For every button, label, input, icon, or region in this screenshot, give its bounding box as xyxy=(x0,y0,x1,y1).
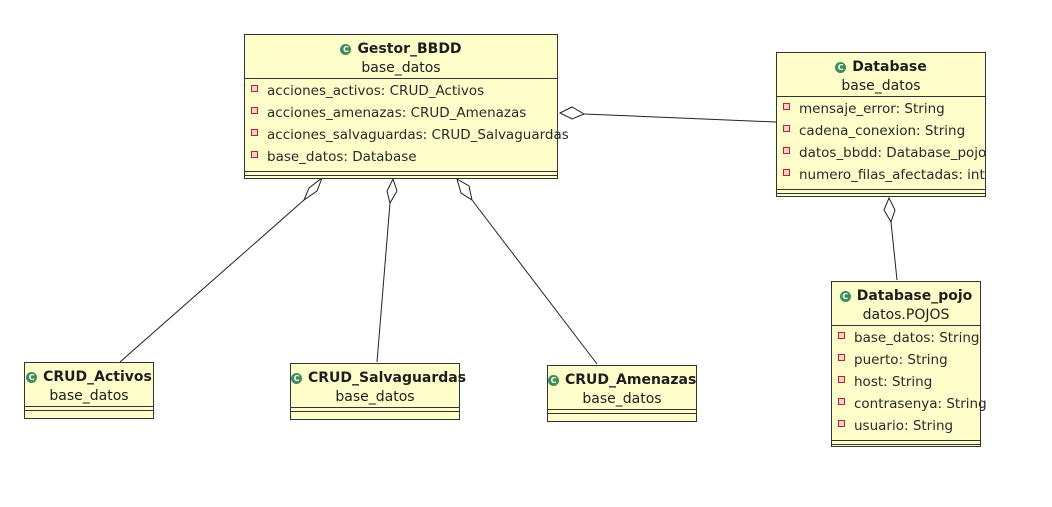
private-field-icon xyxy=(251,129,258,136)
class-attribute: host: String xyxy=(838,371,980,393)
private-field-icon xyxy=(251,151,258,158)
class-attribute: contrasenya: String xyxy=(838,393,987,415)
aggregation-diamond-icon xyxy=(883,196,896,224)
link-gestor-database xyxy=(583,113,777,123)
class-gestor-bbdd[interactable]: C Gestor_BBDD base_datos acciones_activos… xyxy=(244,34,569,179)
private-field-icon xyxy=(838,376,845,383)
class-database-pojo[interactable]: C Database_pojo datos.POJOS base_datos: S… xyxy=(831,281,987,447)
link-gestor-salvaguardas xyxy=(376,202,391,363)
class-attribute: puerto: String xyxy=(838,349,980,371)
private-field-icon xyxy=(838,398,845,405)
class-attribute: acciones_activos: CRUD_Activos xyxy=(251,80,557,102)
class-crud-amenazas[interactable]: C CRUD_Amenazas base_datos xyxy=(547,365,697,422)
class-package: base_datos xyxy=(582,391,662,407)
link-gestor-amenazas xyxy=(471,199,598,365)
class-crud-activos[interactable]: C CRUD_Activos base_datos xyxy=(24,362,154,419)
class-name: Gestor_BBDD xyxy=(357,41,462,57)
private-field-icon xyxy=(783,103,790,110)
private-field-icon xyxy=(838,332,845,339)
class-name: Database_pojo xyxy=(856,288,973,304)
private-field-icon xyxy=(783,125,790,132)
private-field-icon xyxy=(838,354,845,361)
class-package: base_datos xyxy=(361,60,441,76)
class-name: CRUD_Activos xyxy=(43,369,152,385)
class-c-icon: C xyxy=(839,291,851,302)
class-c-icon: C xyxy=(835,62,847,73)
private-field-icon xyxy=(251,85,258,92)
class-attribute: base_datos: Database xyxy=(251,146,557,168)
class-c-icon: C xyxy=(291,373,302,384)
class-attribute: mensaje_error: String xyxy=(783,98,985,120)
private-field-icon xyxy=(783,147,790,154)
class-attribute: acciones_salvaguardas: CRUD_Salvaguardas xyxy=(251,124,569,146)
class-database[interactable]: C Database base_datos mensaje_error: Stri… xyxy=(776,52,986,197)
class-c-icon: C xyxy=(548,375,559,386)
class-attribute: numero_filas_afectadas: int xyxy=(783,164,985,186)
class-name: Database xyxy=(852,59,927,75)
class-attribute: cadena_conexion: String xyxy=(783,120,985,142)
aggregation-diamond-icon xyxy=(302,176,324,202)
class-c-icon: C xyxy=(26,372,38,383)
class-crud-salvaguardas[interactable]: C CRUD_Salvaguardas base_datos xyxy=(290,363,466,420)
aggregation-diamond-icon xyxy=(456,177,473,202)
private-field-icon xyxy=(838,420,845,427)
class-attribute: datos_bbdd: Database_pojo xyxy=(783,142,986,164)
class-name: CRUD_Salvaguardas xyxy=(308,370,467,386)
aggregation-diamond-icon xyxy=(558,106,586,120)
class-c-icon: C xyxy=(340,44,352,55)
aggregation-diamond-icon xyxy=(386,177,398,205)
link-gestor-activos xyxy=(119,199,305,363)
class-attribute: acciones_amenazas: CRUD_Amenazas xyxy=(251,102,557,124)
class-package: base_datos xyxy=(841,78,921,94)
class-attribute: base_datos: String xyxy=(838,327,980,349)
class-name: CRUD_Amenazas xyxy=(565,372,697,388)
class-package: base_datos xyxy=(49,388,129,404)
class-package: datos.POJOS xyxy=(862,307,950,323)
private-field-icon xyxy=(251,107,258,114)
class-attribute: usuario: String xyxy=(838,415,980,437)
link-database-pojo xyxy=(890,221,898,281)
class-package: base_datos xyxy=(335,389,415,405)
private-field-icon xyxy=(783,169,790,176)
